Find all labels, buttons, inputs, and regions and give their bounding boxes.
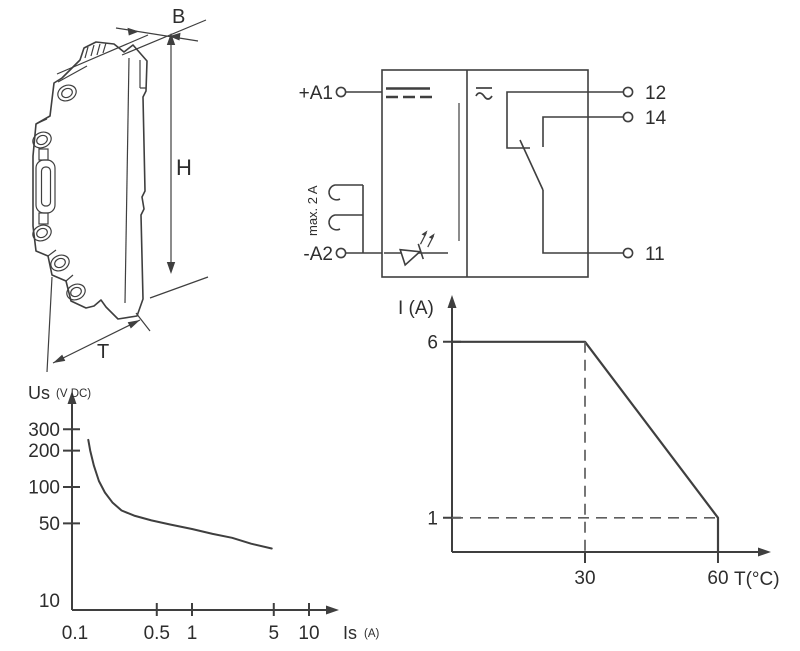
rectified-ac-icon — [475, 87, 493, 100]
x-tick-label: 1 — [187, 623, 198, 644]
terminal-12 — [622, 86, 634, 98]
terminal-label-A1: +A1 — [299, 83, 333, 104]
max-continuous-current — [452, 340, 720, 553]
terminal-label-11: 11 — [645, 244, 665, 265]
y-tick-label: 50 — [39, 514, 60, 535]
screw-terminals — [32, 84, 86, 301]
switching-capacity-curve — [87, 438, 273, 550]
y-axis-title: Us — [28, 383, 50, 403]
x-tick-label: 0.1 — [62, 623, 88, 644]
terminal-label-A2: -A2 — [303, 244, 333, 265]
derating-chart: I (A) T(°C) 6 1 30 60 — [398, 295, 780, 590]
y-tick-label: 300 — [28, 420, 60, 441]
bridge-jumper-hooks — [328, 184, 364, 253]
y-tick-label: 1 — [427, 508, 438, 529]
dimension-height-H: H — [149, 33, 209, 299]
circuit-diagram: +A1 -A2 max. 2 A — [299, 69, 667, 278]
module-dimension-drawing: B H T — [32, 6, 209, 373]
dimension-width-B: B — [56, 6, 207, 75]
x-axis-title: T(°C) — [734, 569, 780, 590]
x-tick-label: 30 — [574, 568, 595, 589]
dim-label-T: T — [97, 341, 109, 363]
din-rail-module-outline — [32, 41, 148, 320]
terminal-14 — [622, 111, 634, 123]
rail-latch — [35, 148, 56, 225]
front-edge — [124, 57, 130, 304]
y-tick-label: 6 — [427, 332, 438, 353]
terminal-label-12: 12 — [645, 83, 666, 104]
x-axis-arrow — [758, 547, 771, 557]
x-tick-label: 5 — [268, 623, 279, 644]
x-axis-unit: (A) — [364, 628, 380, 640]
x-tick-label: 0.5 — [144, 623, 170, 644]
y-axis-title: I (A) — [398, 298, 434, 319]
x-axis-title: Is — [343, 623, 357, 643]
y-tick-label: 10 — [39, 591, 60, 612]
terminal-A1 — [335, 86, 347, 98]
circuit-box — [381, 69, 589, 278]
led-indicator-icon — [399, 230, 435, 267]
changeover-contact — [506, 91, 623, 254]
dim-label-B: B — [172, 6, 185, 28]
dimension-depth-T: T — [46, 276, 151, 373]
dim-label-H: H — [176, 155, 192, 180]
terminal-11 — [622, 247, 634, 259]
x-axis-arrow — [326, 605, 339, 615]
y-axis-unit: (V DC) — [56, 388, 91, 400]
terminal-A2 — [335, 247, 347, 259]
terminal-label-14: 14 — [645, 108, 667, 129]
bridge-current-label: max. 2 A — [305, 185, 320, 236]
y-axis-arrow — [447, 295, 457, 308]
y-tick-label: 100 — [28, 478, 60, 499]
top-face-edge — [57, 65, 88, 83]
y-tick-label: 200 — [28, 441, 60, 462]
terminal-step-edges — [35, 118, 74, 282]
x-tick-label: 60 — [707, 568, 728, 589]
x-tick-label: 10 — [298, 623, 319, 644]
y-axis-arrow — [67, 391, 77, 404]
dc-supply-icon — [386, 87, 432, 99]
connector-teeth — [84, 42, 107, 59]
din-clip — [139, 60, 146, 89]
